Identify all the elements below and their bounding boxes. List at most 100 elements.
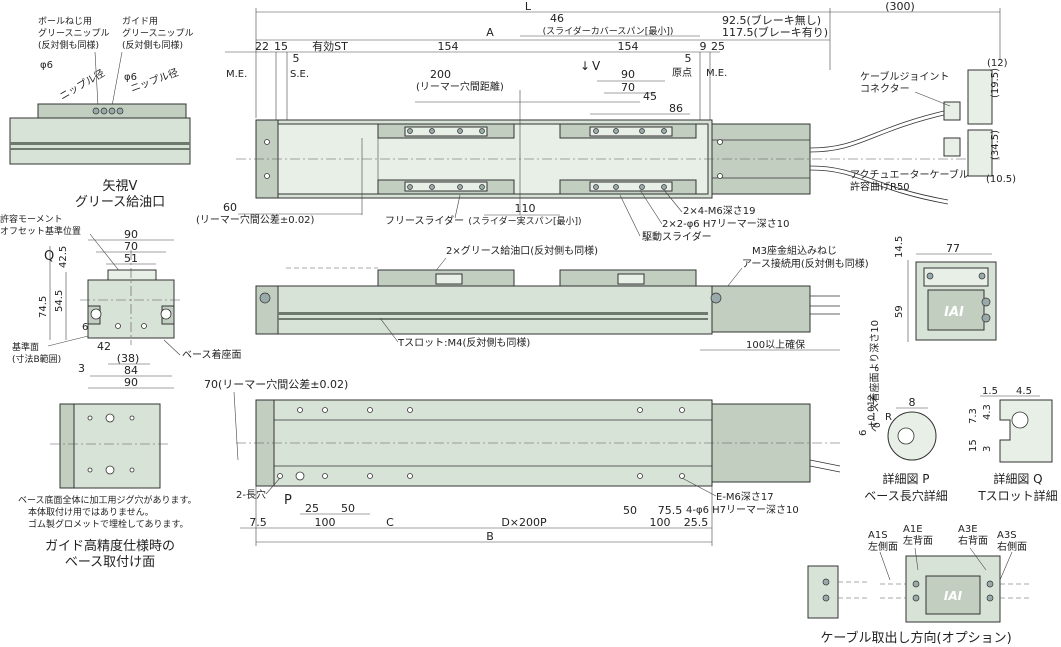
dim-60: 60	[223, 201, 237, 214]
dim-110: 110	[515, 202, 536, 215]
dim-B: B	[486, 530, 494, 543]
dim-A: A	[486, 26, 494, 39]
vert-label: ベース着座面より深さ10	[868, 320, 881, 432]
guide-note-1: ベース底面全体に加工用ジグ穴があります。	[18, 494, 197, 506]
label-grease-port: 2×グリース給油口(反対側も同様)	[446, 244, 598, 257]
tol-plus: +0.012	[867, 395, 877, 428]
dim-25: 25	[305, 502, 319, 515]
dim-110-note: (スライダー実スパン[最小])	[468, 215, 581, 227]
tol-zero: 0	[873, 422, 883, 428]
cable-connector-upper	[967, 69, 993, 125]
dim-90: 90	[621, 68, 635, 81]
dim-38: (38)	[117, 352, 140, 365]
dim-L: L	[525, 0, 532, 13]
bottom-view: 70(リーマー穴間公差±0.02) P 2-長穴 25 50 7.5 100 C…	[204, 377, 841, 546]
label-moment-1: 許容モーメント	[0, 213, 63, 225]
dim-154-left: 154	[438, 40, 459, 53]
label-origin: 原点	[672, 67, 692, 79]
cable-option-title: ケーブル取出し方向(オプション)	[820, 630, 1011, 646]
dim-59: 59	[894, 305, 905, 318]
detail-q-title-1: 詳細図 Q	[993, 471, 1042, 486]
dim-8: 8	[909, 396, 916, 409]
label-cable-joint: ケーブルジョイント	[860, 70, 949, 83]
dim-86: 86	[669, 102, 683, 115]
label-m3-1: M3座金組込みねじ	[752, 244, 837, 257]
a1s-code: A1S	[868, 530, 888, 541]
dim-3: 3	[78, 362, 85, 375]
detail-p: 8 R 6 +0.012 0 詳細図 P ベース長穴詳細	[858, 395, 948, 503]
dim-6: 6	[82, 322, 88, 333]
label-moment-2: オフセット基準位置	[0, 225, 81, 237]
dim-46: 46	[550, 12, 564, 25]
label-reamer: 2×2-φ6 H7リーマー深さ10	[662, 218, 789, 230]
dim-70: 70	[621, 81, 635, 94]
detail-p-title-2: ベース長穴詳細	[864, 488, 947, 503]
label-guide-nipple-3: (反対側も同様)	[122, 39, 183, 51]
dim-12: (12)	[987, 58, 1008, 69]
end-view: 許容モーメント オフセット基準位置 90 70 51 Q 42.5 74.5 5…	[0, 213, 242, 389]
a3e-label: 右背面	[958, 534, 988, 547]
dim-7-3: 7.3	[968, 408, 979, 424]
label-p: P	[284, 493, 292, 508]
label-me-right: M.E.	[706, 68, 727, 79]
dim-50: 50	[341, 502, 355, 515]
dim-90-top: 90	[124, 228, 138, 241]
base-profile-v	[9, 117, 191, 165]
label-reamer-4: 4-φ6 H7リーマー深さ10	[686, 504, 799, 516]
guide-title-1: ガイド高精度仕様時の	[45, 538, 175, 554]
view-v-title-1: 矢視V	[103, 179, 138, 194]
cable-option: A1S 左側面 A1E 左背面 A3E 右背面 A3S 右側面 IAI ケーブル…	[807, 524, 1030, 646]
dim-19-5: (19.5)	[990, 68, 1001, 98]
a3e-code: A3E	[958, 524, 978, 535]
label-ref-1: 基準面	[12, 341, 39, 353]
dim-7-5: 7.5	[249, 516, 267, 529]
dim-9: 9	[700, 40, 707, 53]
view-v: ボールねじ用 グリースニップル (反対側も同様) ガイド用 グリースニップル (…	[9, 16, 194, 210]
dim-5-right: 5	[685, 52, 692, 65]
label-q: Q	[44, 249, 54, 264]
label-v: V	[592, 59, 601, 73]
view-v-title-2: グリース給油口	[75, 195, 165, 210]
dim-D: D×200P	[501, 516, 547, 529]
detail-q: 1.5 4.5 7.3 4.3 15 3 詳細図 Q Tスロット詳細	[968, 386, 1058, 503]
label-2-slot: 2-長穴	[236, 488, 266, 501]
dim-45: 45	[643, 90, 657, 103]
label-se: S.E.	[290, 69, 309, 80]
rear-view: 77 14.5 59 IAI	[894, 236, 997, 342]
guide-note-3: ゴム製グロメットで埋栓してあります。	[28, 518, 189, 530]
dim-34-5: (34.5)	[990, 130, 1001, 160]
dim-42-5: 42.5	[58, 246, 69, 268]
dim-100-right: 100	[650, 516, 671, 529]
label-connector: コネクター	[860, 83, 910, 95]
dim-74-5: 74.5	[38, 296, 49, 318]
guide-title-2: ベース取付け面	[65, 555, 155, 570]
label-ball-nipple-3: (反対側も同様)	[38, 39, 99, 51]
dim-10-5: (10.5)	[986, 174, 1016, 185]
label-free-slider: フリースライダー	[385, 214, 464, 227]
a3s-label: 右側面	[997, 540, 1027, 553]
dim-15-q: 15	[968, 439, 979, 452]
dim-200-note: (リーマー穴間距離)	[416, 80, 504, 93]
dim-42: 42	[97, 340, 111, 353]
actuator-body-side	[255, 285, 713, 335]
label-base-seat: ベース着座面	[182, 348, 242, 361]
dim-46-note: (スライダーカバースパン[最小])	[543, 25, 674, 37]
label-tslot: Tスロット:M4(反対側も同様)	[397, 336, 530, 349]
dim-4-3: 4.3	[982, 404, 993, 420]
label-ball-nipple-1: ボールねじ用	[38, 16, 92, 27]
dim-C: C	[386, 516, 394, 529]
dim-100-left: 100	[315, 516, 336, 529]
detail-p-title-1: 詳細図 P	[882, 471, 929, 486]
a3s-code: A3S	[997, 530, 1017, 541]
detail-q-title-2: Tスロット詳細	[977, 488, 1057, 503]
dim-14-5: 14.5	[894, 236, 905, 258]
cable-connector-lower	[967, 129, 993, 177]
a1e-label: 左背面	[903, 534, 933, 547]
dim-3-q: 3	[982, 446, 993, 452]
dim-77: 77	[946, 242, 960, 255]
dim-phi6-right: φ6	[124, 72, 137, 83]
a1s-label: 左側面	[868, 540, 898, 553]
dim-92-5: 92.5(ブレーキ無し)	[722, 13, 821, 27]
label-r: R	[885, 412, 892, 423]
